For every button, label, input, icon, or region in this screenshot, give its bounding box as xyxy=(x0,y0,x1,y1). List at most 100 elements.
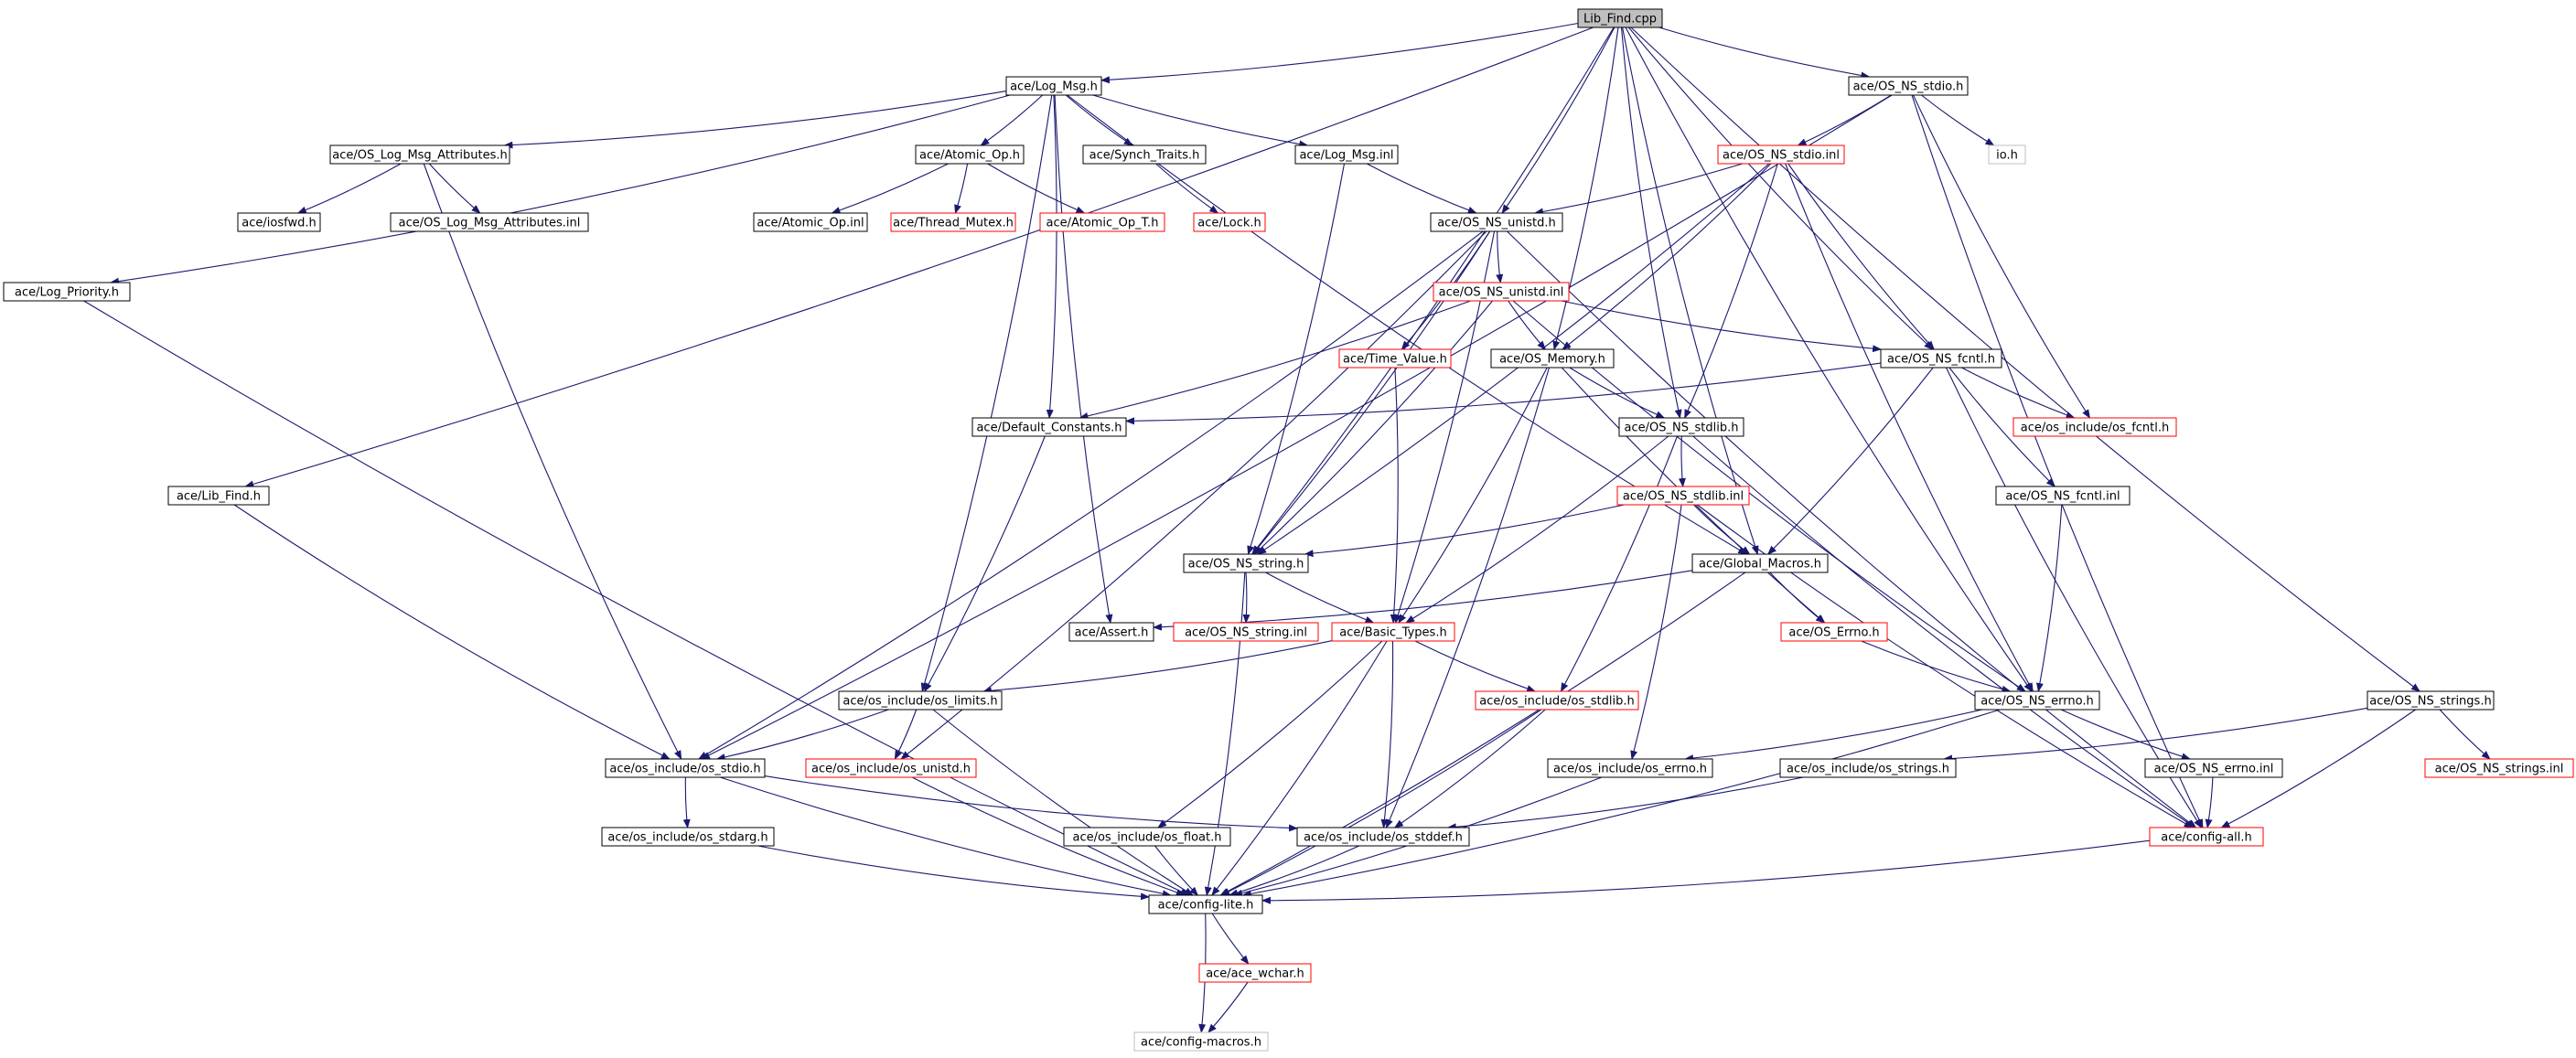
graph-node-global_macros_h[interactable]: ace/Global_Macros.h xyxy=(1691,553,1829,573)
node-box xyxy=(1193,212,1266,232)
graph-node-os_include_os_stddef_h[interactable]: ace/os_include/os_stddef.h xyxy=(1296,827,1470,847)
graph-node-os_include_os_limits_h[interactable]: ace/os_include/os_limits.h xyxy=(838,690,1003,711)
graph-node-os_ns_stdlib_inl[interactable]: ace/OS_NS_stdlib.inl xyxy=(1616,486,1750,506)
graph-node-os_ns_unistd_inl[interactable]: ace/OS_NS_unistd.inl xyxy=(1433,282,1570,302)
graph-node-os_ns_strings_inl[interactable]: ace/OS_NS_strings.inl xyxy=(2424,758,2574,778)
node-box xyxy=(1618,417,1744,437)
node-label: ace/os_include/os_stdio.h xyxy=(609,763,760,776)
graph-node-config_all_h[interactable]: ace/config-all.h xyxy=(2149,827,2264,847)
node-box xyxy=(1616,486,1750,506)
graph-node-os_include_os_errno_h[interactable]: ace/os_include/os_errno.h xyxy=(1547,758,1713,778)
graph-node-atomic_op_t_h[interactable]: ace/Atomic_Op_T.h xyxy=(1039,212,1165,232)
include-edge-os_include_os_strings_h-to-os_include_os_stddef_h xyxy=(1446,776,1804,831)
graph-node-os_include_os_fcntl_h[interactable]: ace/os_include/os_fcntl.h xyxy=(2012,417,2177,437)
node-box xyxy=(390,212,589,232)
node-label: ace/iosfwd.h xyxy=(242,217,316,230)
node-box xyxy=(2012,417,2177,437)
include-edge-log_msg_h-to-os_log_msg_attr_h xyxy=(503,91,1007,149)
graph-node-atomic_op_h[interactable]: ace/Atomic_Op.h xyxy=(915,144,1025,165)
include-edge-os_include_os_limits_h-to-config_lite_h xyxy=(932,709,1194,896)
include-edge-basic_types_h-to-os_include_os_stdlib_h xyxy=(1414,640,1537,692)
node-box xyxy=(1490,348,1615,369)
graph-node-os_include_os_stdlib_h[interactable]: ace/os_include/os_stdlib.h xyxy=(1475,690,1639,711)
node-label: ace/OS_NS_string.h xyxy=(1188,558,1304,572)
graph-node-lock_h[interactable]: ace/Lock.h xyxy=(1193,212,1266,232)
node-box xyxy=(1039,212,1165,232)
node-box xyxy=(1577,8,1663,28)
graph-node-os_ns_string_h[interactable]: ace/OS_NS_string.h xyxy=(1183,553,1309,573)
graph-node-config_macros_h[interactable]: ace/config-macros.h xyxy=(1133,1031,1269,1052)
node-label: ace/config-all.h xyxy=(2161,831,2252,845)
include-edge-os_ns_string_h-to-os_ns_string_inl xyxy=(1242,572,1250,624)
graph-node-os_memory_h[interactable]: ace/OS_Memory.h xyxy=(1490,348,1615,369)
graph-node-os_ns_strings_h[interactable]: ace/OS_NS_strings.h xyxy=(2367,690,2495,711)
graph-node-os_include_os_unistd_h[interactable]: ace/os_include/os_unistd.h xyxy=(805,758,977,778)
include-edge-os_ns_strings_h-to-config_all_h xyxy=(2220,709,2416,828)
include-edge-os_ns_unistd_h-to-os_ns_unistd_inl xyxy=(1496,230,1504,283)
graph-node-log_msg_h[interactable]: ace/Log_Msg.h xyxy=(1005,76,1102,96)
node-label: ace/Atomic_Op.h xyxy=(919,149,1020,163)
include-edge-os_ns_stdlib_h-to-os_include_os_stdlib_h xyxy=(1561,435,1679,692)
include-edge-ace_wchar_h-to-config_macros_h xyxy=(1208,981,1249,1033)
include-edge-atomic_op_h-to-atomic_op_t_h xyxy=(987,163,1086,214)
nodes-layer: Lib_Find.cpp ace/Log_Msg.h ace/OS_NS_stdio… xyxy=(3,8,2574,1052)
graph-node-config_lite_h[interactable]: ace/config-lite.h xyxy=(1148,894,1263,914)
graph-node-os_ns_fcntl_h[interactable]: ace/OS_NS_fcntl.h xyxy=(1880,348,2002,369)
graph-node-log_priority_h[interactable]: ace/Log_Priority.h xyxy=(3,282,131,302)
graph-node-os_include_os_strings_h[interactable]: ace/os_include/os_strings.h xyxy=(1779,758,1957,778)
graph-node-ace_wchar_h[interactable]: ace/ace_wchar.h xyxy=(1198,963,1312,983)
graph-node-os_include_os_float_h[interactable]: ace/os_include/os_float.h xyxy=(1063,827,1231,847)
graph-node-time_value_h[interactable]: ace/Time_Value.h xyxy=(1338,348,1452,369)
include-edge-os_log_msg_attr_h-to-iosfwd_h xyxy=(296,163,402,214)
node-label: ace/os_include/os_stdarg.h xyxy=(607,831,767,845)
node-label: ace/config-macros.h xyxy=(1141,1036,1261,1050)
include-edge-log_msg_h-to-synch_traits_h xyxy=(1065,94,1133,146)
graph-node-assert_h[interactable]: ace/Assert.h xyxy=(1068,622,1154,642)
edges-layer xyxy=(83,22,2491,1033)
graph-node-os_ns_errno_inl[interactable]: ace/OS_NS_errno.inl xyxy=(2144,758,2283,778)
graph-node-os_ns_stdio_h[interactable]: ace/OS_NS_stdio.h xyxy=(1848,76,1969,96)
node-box xyxy=(1331,622,1455,642)
graph-node-os_ns_string_inl[interactable]: ace/OS_NS_string.inl xyxy=(1173,622,1319,642)
graph-node-os_ns_unistd_h[interactable]: ace/OS_NS_unistd.h xyxy=(1430,212,1563,232)
include-edge-os_include_os_limits_h-to-os_include_os_unistd_h xyxy=(894,709,918,760)
graph-node-os_errno_h[interactable]: ace/OS_Errno.h xyxy=(1780,622,1888,642)
include-edge-basic_types_h-to-config_lite_h xyxy=(1211,640,1388,896)
node-label: ace/ace_wchar.h xyxy=(1206,967,1304,981)
graph-node-root[interactable]: Lib_Find.cpp xyxy=(1577,8,1663,28)
include-edge-os_ns_string_h-to-config_lite_h xyxy=(1204,572,1246,896)
graph-node-os_include_os_stdio_h[interactable]: ace/os_include/os_stdio.h xyxy=(605,758,766,778)
graph-node-os_ns_stdlib_h[interactable]: ace/OS_NS_stdlib.h xyxy=(1618,417,1744,437)
graph-node-basic_types_h[interactable]: ace/Basic_Types.h xyxy=(1331,622,1455,642)
graph-node-lib_find_h[interactable]: ace/Lib_Find.h xyxy=(167,486,270,506)
include-edge-log_msg_h-to-log_priority_h xyxy=(110,94,1011,285)
include-edge-os_ns_stdio_h-to-io_h xyxy=(1921,94,1995,146)
include-edge-log_msg_h-to-log_msg_inl xyxy=(1092,94,1309,148)
include-edge-os_ns_strings_h-to-os_include_os_strings_h xyxy=(1943,707,2368,763)
graph-node-atomic_op_inl[interactable]: ace/Atomic_Op.inl xyxy=(753,212,868,232)
graph-node-os_log_msg_attr_inl[interactable]: ace/OS_Log_Msg_Attributes.inl xyxy=(390,212,589,232)
include-edge-os_ns_stdlib_inl-to-os_ns_string_h xyxy=(1304,504,1625,558)
include-edge-log_priority_h-to-config_lite_h xyxy=(83,300,1190,896)
node-label: ace/os_include/os_float.h xyxy=(1072,831,1221,845)
graph-node-os_ns_stdio_inl[interactable]: ace/OS_NS_stdio.inl xyxy=(1717,144,1845,165)
node-label: ace/Assert.h xyxy=(1075,626,1149,640)
graph-node-os_include_os_stdarg_h[interactable]: ace/os_include/os_stdarg.h xyxy=(601,827,775,847)
graph-node-os_ns_fcntl_inl[interactable]: ace/OS_NS_fcntl.inl xyxy=(1995,486,2131,506)
node-label: ace/os_include/os_unistd.h xyxy=(811,763,971,776)
graph-node-log_msg_inl[interactable]: ace/Log_Msg.inl xyxy=(1294,144,1399,165)
graph-node-os_log_msg_attr_h[interactable]: ace/OS_Log_Msg_Attributes.h xyxy=(329,144,510,165)
node-box xyxy=(605,758,766,778)
node-box xyxy=(1148,894,1263,914)
graph-node-default_constants_h[interactable]: ace/Default_Constants.h xyxy=(971,417,1127,437)
graph-node-io_h[interactable]: io.h xyxy=(1988,144,2026,165)
node-box xyxy=(1183,553,1309,573)
graph-node-iosfwd_h[interactable]: ace/iosfwd.h xyxy=(237,212,321,232)
graph-node-synch_traits_h[interactable]: ace/Synch_Traits.h xyxy=(1082,144,1207,165)
include-edge-os_ns_unistd_inl-to-default_constants_h xyxy=(1079,300,1471,420)
include-edge-root-to-os_ns_stdlib_h xyxy=(1620,27,1682,419)
node-box xyxy=(1173,622,1319,642)
graph-node-os_ns_errno_h[interactable]: ace/OS_NS_errno.h xyxy=(1974,690,2100,711)
graph-node-thread_mutex_h[interactable]: ace/Thread_Mutex.h xyxy=(890,212,1016,232)
include-edge-time_value_h-to-basic_types_h xyxy=(1390,367,1399,624)
